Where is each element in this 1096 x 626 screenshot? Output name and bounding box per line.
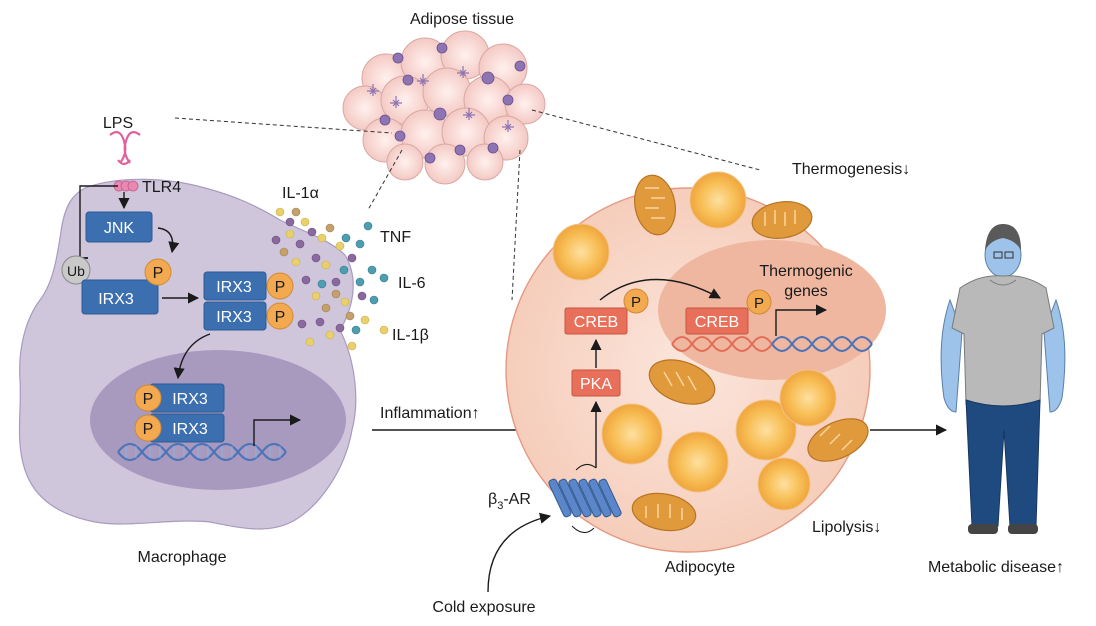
phospho-label-2: P: [275, 279, 286, 296]
il6-label: IL-6: [398, 275, 426, 292]
tlr4-inhibit-ub-line: [79, 185, 118, 258]
thermogenic-label-1: Thermogenic: [759, 263, 852, 280]
phospho-icon-7: [746, 289, 772, 315]
phospho-label-6: P: [631, 294, 641, 311]
creb-box-2: [685, 307, 749, 335]
irx3-to-nucleus-arrow: [173, 333, 211, 380]
inflammation-label: Inflammation↑: [380, 405, 480, 422]
lps-label: LPS: [103, 115, 133, 132]
beta3-label: β3-AR: [488, 491, 531, 512]
macrophage-transcription-arrow: [253, 414, 302, 446]
dashed-connectors: [174, 109, 761, 301]
adipocyte-nucleus: [658, 240, 886, 380]
irx3-label-4: IRX3: [172, 391, 208, 408]
pka-label: PKA: [580, 376, 612, 393]
creb-translocation-arrow: [599, 278, 721, 301]
thermogenic-transcription-arrow: [775, 304, 828, 336]
creb-label-1: CREB: [574, 314, 618, 331]
phospho-label-1: P: [153, 265, 164, 282]
receptor-tail: [571, 525, 595, 533]
phospho-icon-2: [266, 272, 294, 300]
macrophage-dna-icon: [117, 443, 287, 461]
metabolic-disease-label: Metabolic disease↑: [928, 559, 1064, 576]
adipose-tissue-label: Adipose tissue: [410, 11, 514, 28]
irx3-box-2: [203, 271, 267, 301]
il1a-label: IL-1α: [282, 185, 319, 202]
phospho-label-4: P: [143, 391, 154, 408]
phospho-icon-4: [134, 384, 162, 412]
phospho-icon-6: [623, 288, 649, 314]
tlr4-receptor-icon: [113, 180, 139, 192]
person-icon: [940, 224, 1066, 534]
fat-droplets: [552, 171, 837, 511]
irx3-label-2: IRX3: [216, 279, 252, 296]
irx3-label-5: IRX3: [172, 421, 208, 438]
cold-exposure-arrow: [487, 512, 552, 593]
adipose-tissue-cluster: [342, 30, 546, 185]
cytokine-dots: [271, 207, 389, 351]
jnk-box: [85, 211, 153, 243]
macrophage-dna-rungs: [125, 446, 281, 458]
ubiquitin-icon: [61, 255, 91, 285]
creb-label-2: CREB: [695, 314, 739, 331]
pka-box: [571, 369, 621, 397]
adipocyte-dna-icon: [671, 336, 873, 352]
phospho-icon-5: [134, 414, 162, 442]
phospho-icon-3: [266, 302, 294, 330]
irx3-box-3: [203, 301, 267, 331]
irx3-label-1: IRX3: [98, 291, 134, 308]
tnf-label: TNF: [380, 229, 411, 246]
thermogenesis-label: Thermogenesis↓: [792, 161, 910, 178]
phospho-label-5: P: [143, 421, 154, 438]
phospho-label-7: P: [754, 295, 764, 312]
jnk-to-irx3-arrow: [157, 227, 180, 254]
thermogenic-label-2: genes: [784, 283, 828, 300]
jnk-label: JNK: [104, 220, 135, 237]
adipocyte-label: Adipocyte: [665, 559, 735, 576]
mitochondria-cristae: [645, 187, 853, 520]
creb-box-1: [564, 307, 628, 335]
lps-receptor-icon: [109, 131, 141, 166]
receptor-loop: [575, 464, 597, 471]
macrophage-label: Macrophage: [138, 549, 227, 566]
lipolysis-label: Lipolysis↓: [812, 519, 881, 536]
cold-exposure-label: Cold exposure: [432, 599, 535, 616]
mitochondria-icons: [631, 174, 869, 532]
ub-label: Ub: [67, 263, 85, 279]
beta3-receptor-icon: [548, 478, 622, 518]
tlr4-label: TLR4: [142, 179, 181, 196]
irx3-box-1: [81, 279, 159, 315]
il1b-label: IL-1β: [392, 327, 429, 344]
phospho-icon-1: [144, 258, 172, 286]
irx3-label-3: IRX3: [216, 309, 252, 326]
phospho-label-3: P: [275, 309, 286, 326]
